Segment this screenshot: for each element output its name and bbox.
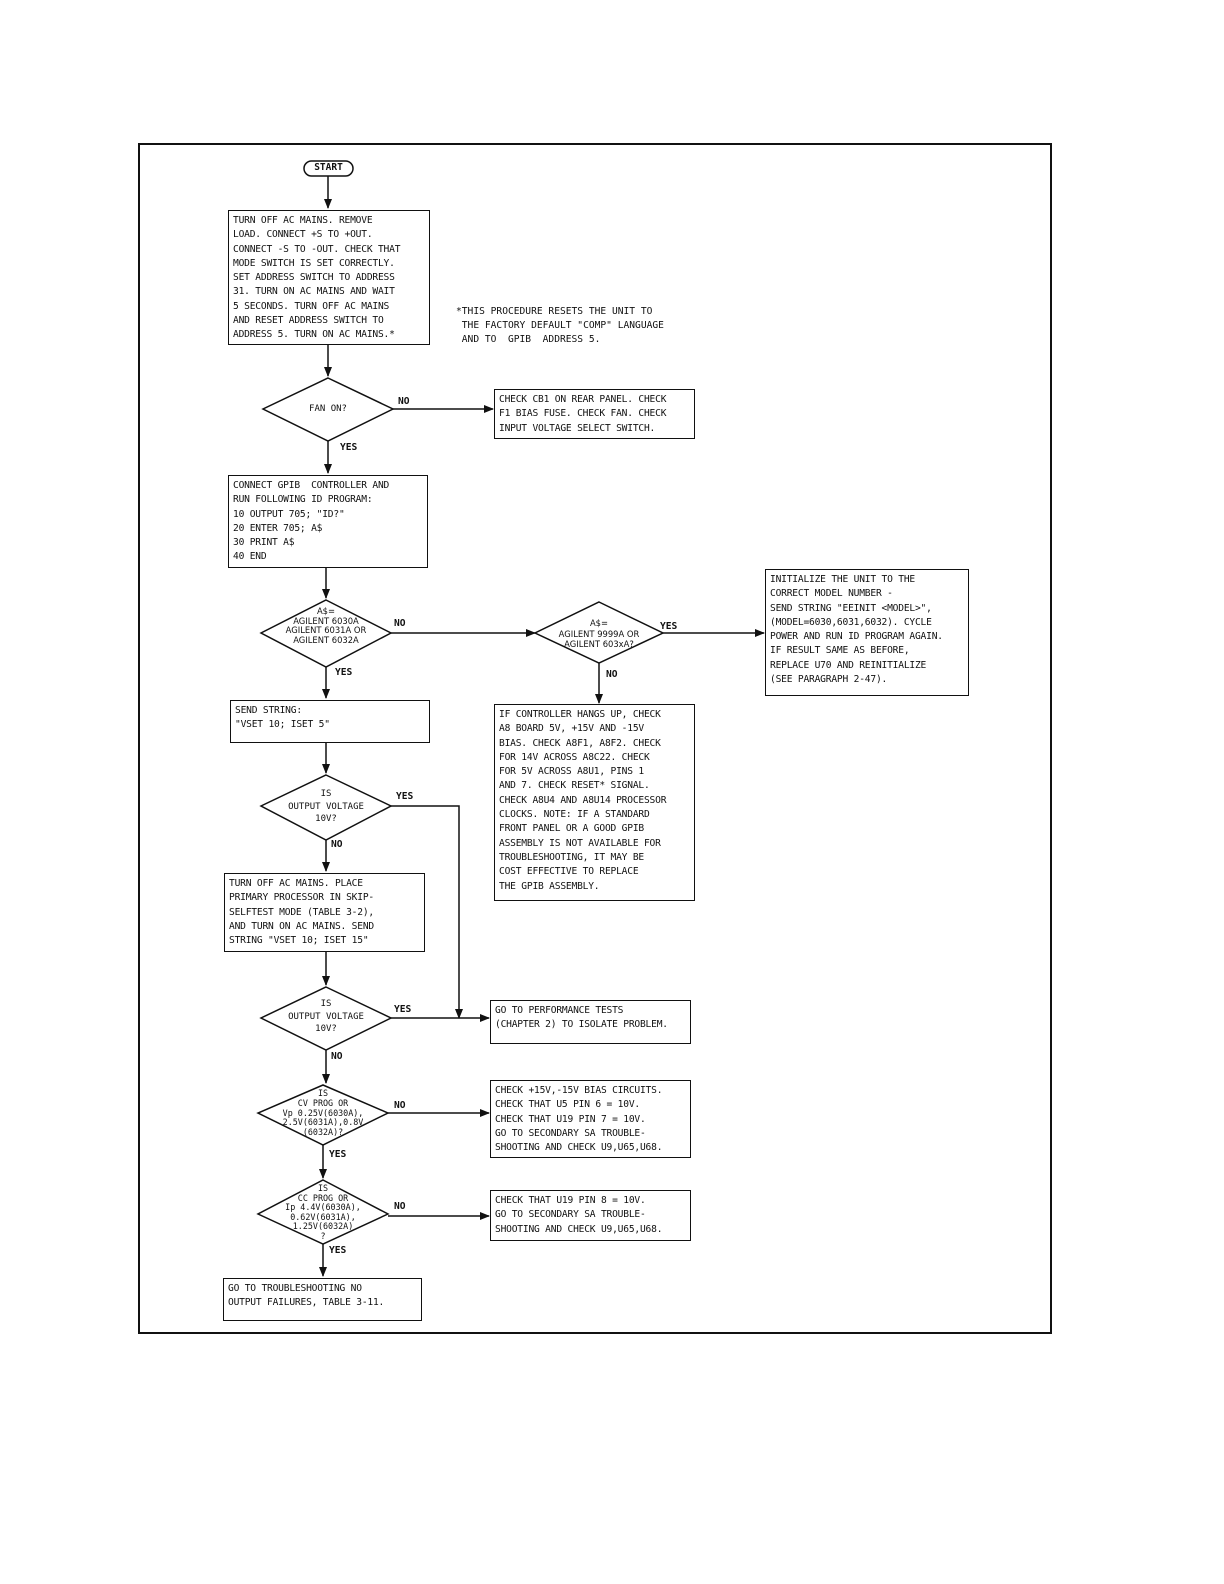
decision-v1 [259, 774, 393, 841]
box-initialize: INITIALIZE THE UNIT TO THE CORRECT MODEL… [765, 569, 969, 696]
v1-no-label: NO [331, 839, 343, 850]
decision-cc-label: IS CC PROG OR Ip 4.4V(6030A), 0.62V(6031… [285, 1183, 361, 1241]
box-controller-check: IF CONTROLLER HANGS UP, CHECK A8 BOARD 5… [494, 704, 695, 901]
decision-cc [256, 1179, 390, 1245]
decision-model2 [533, 601, 665, 664]
arrow-v1-yes [391, 805, 463, 1019]
decision-cv [256, 1084, 390, 1146]
box-cc-check: CHECK THAT U19 PIN 8 = 10V. GO TO SECOND… [490, 1190, 691, 1241]
decision-model-label: A$= AGILENT 6030A AGILENT 6031A OR AGILE… [285, 606, 367, 645]
box-final: GO TO TROUBLESHOOTING NO OUTPUT FAILURES… [223, 1278, 422, 1321]
box-skip-selftest: TURN OFF AC MAINS. PLACE PRIMARY PROCESS… [224, 873, 425, 952]
box-performance-tests: GO TO PERFORMANCE TESTS (CHAPTER 2) TO I… [490, 1000, 691, 1044]
box-fan-check: CHECK CB1 ON REAR PANEL. CHECK F1 BIAS F… [494, 389, 695, 439]
model-yes-label: YES [335, 667, 353, 678]
decision-cv-label: IS CV PROG OR Vp 0.25V(6030A), 2.5V(6031… [282, 1088, 364, 1138]
decision-v2 [259, 986, 393, 1051]
v2-no-label: NO [331, 1051, 343, 1062]
decision-v2-label: IS OUTPUT VOLTAGE 10V? [288, 999, 364, 1034]
fan-yes-label: YES [340, 442, 358, 453]
box-send-string: SEND STRING: "VSET 10; ISET 5" [230, 700, 430, 743]
decision-fan [261, 377, 395, 442]
cv-yes-label: YES [329, 1149, 347, 1160]
decision-model [259, 599, 393, 668]
cc-yes-label: YES [329, 1245, 347, 1256]
box-gpib-program: CONNECT GPIB CONTROLLER AND RUN FOLLOWIN… [228, 475, 428, 568]
decision-v1-label: IS OUTPUT VOLTAGE 10V? [288, 789, 364, 824]
model2-yes-label: YES [660, 621, 678, 632]
fan-no-label: NO [398, 396, 410, 407]
box-cv-check: CHECK +15V,-15V BIAS CIRCUITS. CHECK THA… [490, 1080, 691, 1158]
box-reset-procedure: TURN OFF AC MAINS. REMOVE LOAD. CONNECT … [228, 210, 430, 345]
cc-no-label: NO [394, 1201, 406, 1212]
cv-no-label: NO [394, 1100, 406, 1111]
model2-no-label: NO [606, 669, 618, 680]
diagram-frame [138, 143, 1052, 1334]
footnote-reset: *THIS PROCEDURE RESETS THE UNIT TO THE F… [456, 306, 664, 345]
model-no-label: NO [394, 618, 406, 629]
v1-yes-label: YES [396, 791, 414, 802]
start-label: START [314, 162, 343, 173]
v2-yes-label: YES [394, 1004, 412, 1015]
decision-model2-label: A$= AGILENT 9999A OR AGILENT 603xA? [558, 618, 640, 649]
decision-fan-label: FAN ON? [309, 404, 347, 414]
